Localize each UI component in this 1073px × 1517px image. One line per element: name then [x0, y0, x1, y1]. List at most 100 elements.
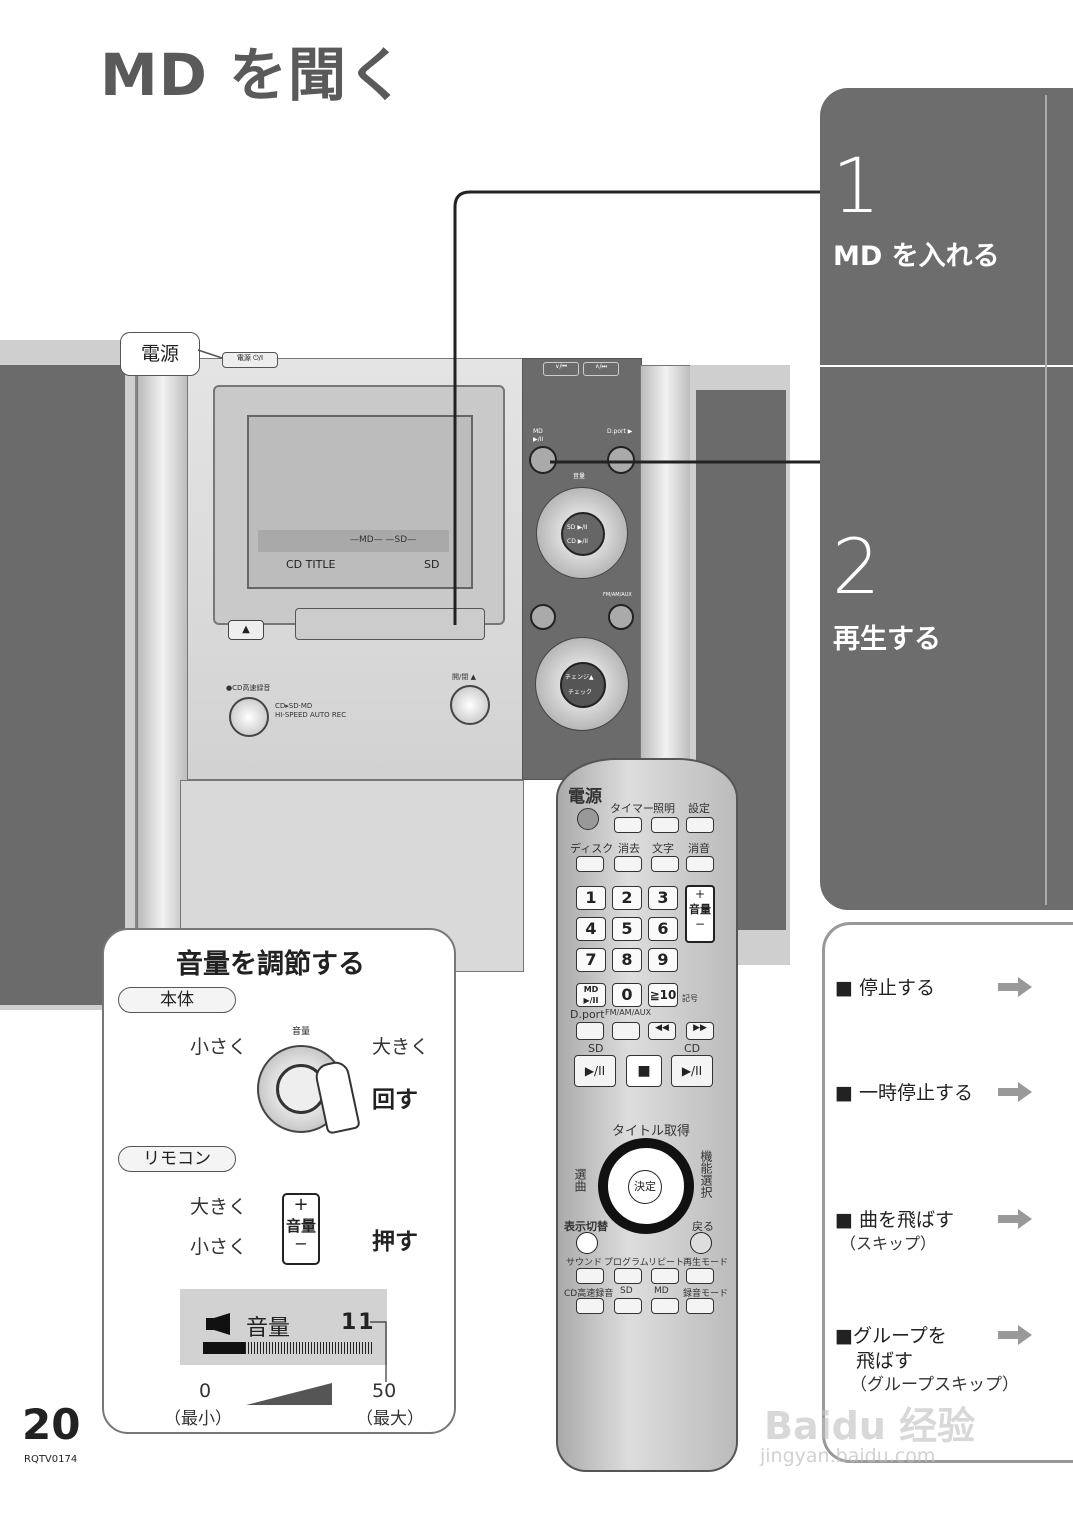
remote-small-label: 小さく [190, 1236, 248, 1258]
remote-rewind-button[interactable]: ◀◀ [648, 1022, 676, 1040]
remote-text-label: 文字 [652, 842, 674, 855]
plus-icon: + [293, 1194, 309, 1215]
remote-recmode-button[interactable] [686, 1298, 714, 1314]
remote-repeat-button[interactable] [651, 1268, 679, 1284]
remote-display-switch-button[interactable] [576, 1232, 598, 1254]
remote-timer-label: タイマー [610, 802, 654, 815]
remote-erase-button[interactable] [614, 856, 642, 872]
remote-recmode-label: 録音モード [683, 1289, 729, 1299]
dport-button-label: D.port ▶ [607, 428, 633, 435]
step-1-label: MD を入れる [833, 241, 1000, 272]
arrow-right-icon [998, 977, 1032, 997]
side-item-skip: ■ 曲を飛ばす [835, 1209, 954, 1231]
volume-min-label: （最小） [164, 1409, 232, 1429]
skip-prev-button[interactable]: ∨/⏮ [543, 362, 579, 376]
remote-cd-rec-button[interactable] [576, 1298, 604, 1314]
unit-stop-button[interactable] [530, 604, 556, 630]
remote-program-button[interactable] [614, 1268, 642, 1284]
unit-volume-label: 音量 [573, 473, 586, 480]
remote-fm-button[interactable] [612, 1022, 640, 1040]
volume-display-value: 11 [341, 1310, 376, 1335]
remote-cd-play[interactable]: ▶/II [671, 1055, 713, 1087]
unit-small-label: 小さく [190, 1036, 248, 1058]
remote-key-2[interactable]: 2 [612, 886, 642, 910]
remote-volume-button[interactable]: + 音量 − [685, 885, 715, 943]
remote-timer-button[interactable] [614, 817, 642, 833]
side-item-skip-sub: （スキップ） [840, 1234, 937, 1253]
minus-icon: − [694, 917, 706, 931]
eject-icon: ▲ [242, 624, 250, 635]
remote-enter-button[interactable]: 決定 [628, 1170, 662, 1204]
volume-display-label: 音量 [246, 1316, 291, 1341]
check-label: チェック [568, 689, 593, 696]
remote-settings-label: 設定 [688, 802, 710, 815]
remote-text-button[interactable] [651, 856, 679, 872]
remote-sd-rec-button[interactable] [614, 1298, 642, 1314]
open-close-label: 開/閉 ▲ [452, 673, 476, 681]
change-label: チェンジ▲ [565, 674, 594, 681]
unit-cd-play: CD ▶/II [567, 538, 588, 545]
sd-cd-play-buttons[interactable] [561, 512, 605, 556]
cd-rec-button[interactable] [229, 697, 269, 737]
remote-key-5[interactable]: 5 [612, 917, 642, 941]
volume-knob-label: 音量 [292, 1027, 311, 1037]
power-button[interactable]: 電源 ⏻/I [222, 352, 278, 368]
cd-rec-desc-1: CD▸SD·MD [275, 702, 313, 710]
remote-key-6[interactable]: 6 [648, 917, 678, 941]
side-list-box [822, 922, 1073, 1463]
volume-button-label: 音量 [285, 1217, 316, 1235]
remote-power-button[interactable] [577, 808, 599, 830]
remote-key-9[interactable]: 9 [648, 948, 678, 972]
remote-ff-button[interactable]: ▶▶ [686, 1022, 714, 1040]
arrow-right-icon [998, 1082, 1032, 1102]
remote-settings-button[interactable] [686, 817, 714, 833]
remote-light-button[interactable] [651, 817, 679, 833]
md-play-button[interactable] [529, 446, 557, 474]
display-md-sd-line: —MD— —SD— [350, 535, 417, 545]
remote-dport-button[interactable] [576, 1022, 604, 1040]
remote-disc-button[interactable] [576, 856, 604, 872]
step-2-panel: 2 再生する [820, 367, 1073, 910]
speaker-icon [206, 1313, 236, 1339]
remote-sound-label: サウンド [566, 1258, 603, 1268]
remote-erase-label: 消去 [618, 842, 640, 855]
fm-label: FM/AM/AUX [603, 592, 632, 598]
eject-button[interactable]: ▲ [228, 620, 264, 640]
remote-title-get-label: タイトル取得 [612, 1124, 691, 1139]
remote-key-3[interactable]: 3 [648, 886, 678, 910]
remote-symbol-label: 記号 [682, 994, 698, 1003]
step-2-number: 2 [832, 522, 881, 611]
remote-back-button[interactable] [690, 1232, 712, 1254]
remote-volume-label: 音量 [689, 903, 711, 916]
remote-md-play[interactable]: MD ▶/II [576, 983, 606, 1007]
remote-md-rec-button[interactable] [651, 1298, 679, 1314]
remote-key-8[interactable]: 8 [612, 948, 642, 972]
remote-sd-play[interactable]: ▶/II [574, 1055, 616, 1087]
remote-dport-label: D.port [570, 1008, 605, 1021]
remote-sound-button[interactable] [576, 1268, 604, 1284]
power-callout: 電源 [120, 332, 200, 376]
remote-key-0[interactable]: 0 [612, 983, 642, 1007]
unit-sd-play: SD ▶/II [567, 524, 588, 531]
remote-stop-button[interactable]: ■ [626, 1055, 662, 1087]
open-close-button[interactable] [450, 685, 490, 725]
watermark-url: jingyan.baidu.com [760, 1445, 936, 1467]
dport-play-button[interactable] [607, 446, 635, 474]
arrow-right-icon [998, 1325, 1032, 1345]
side-item-pause: ■ 一時停止する [835, 1082, 973, 1104]
remote-mute-label: 消音 [688, 842, 710, 855]
remote-playmode-button[interactable] [686, 1268, 714, 1284]
arrow-right-icon [998, 1209, 1032, 1229]
remote-key-4[interactable]: 4 [576, 917, 606, 941]
remote-key-1[interactable]: 1 [576, 886, 606, 910]
fm-button[interactable] [608, 604, 634, 630]
volume-level-bar [203, 1342, 373, 1354]
remote-mute-button[interactable] [686, 856, 714, 872]
remote-key-7[interactable]: 7 [576, 948, 606, 972]
remote-playmode-label: 再生モード [683, 1258, 729, 1268]
remote-sd-label: SD [588, 1042, 604, 1055]
cd-rec-desc-2: HI-SPEED AUTO REC [275, 711, 347, 719]
remote-light-label: 照明 [653, 802, 675, 815]
skip-next-button[interactable]: ∧/⏭ [583, 362, 619, 376]
remote-key-10plus[interactable]: ≧10 [648, 983, 678, 1007]
